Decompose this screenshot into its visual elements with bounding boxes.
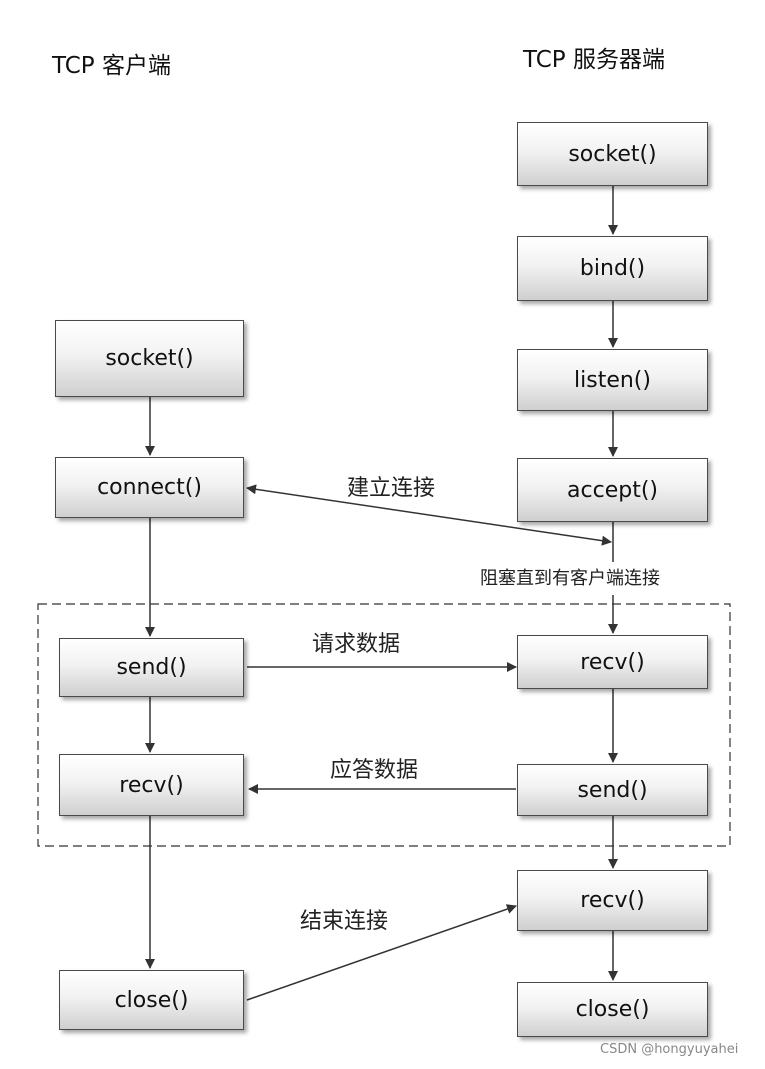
client-send-box: send() [59, 638, 244, 697]
label-response-data: 应答数据 [330, 758, 419, 783]
arrow-establish-connection [246, 484, 612, 546]
label-request-data: 请求数据 [312, 632, 401, 657]
server-send-box: send() [517, 764, 708, 816]
watermark: CSDN @hongyuyahei [600, 1042, 739, 1057]
client-socket-box: socket() [55, 320, 244, 397]
server-socket-box: socket() [517, 122, 708, 186]
server-listen-box: listen() [517, 349, 708, 411]
label-establish-connection: 建立连接 [347, 476, 436, 501]
client-title: TCP 客户端 [52, 53, 171, 79]
client-recv-box: recv() [59, 754, 244, 816]
server-title: TCP 服务器端 [523, 47, 665, 73]
client-close-box: close() [59, 970, 244, 1030]
server-recv2-box: recv() [517, 870, 708, 931]
server-close-box: close() [517, 982, 708, 1037]
server-accept-box: accept() [517, 458, 708, 522]
label-finish-connection: 结束连接 [300, 909, 389, 934]
arrow-finish-connection [246, 904, 517, 1001]
data-exchange-region [37, 603, 731, 847]
label-blocking-note: 阻塞直到有客户端连接 [480, 568, 660, 589]
client-connect-box: connect() [55, 457, 244, 518]
server-bind-box: bind() [517, 236, 708, 301]
server-recv-box: recv() [517, 635, 708, 689]
